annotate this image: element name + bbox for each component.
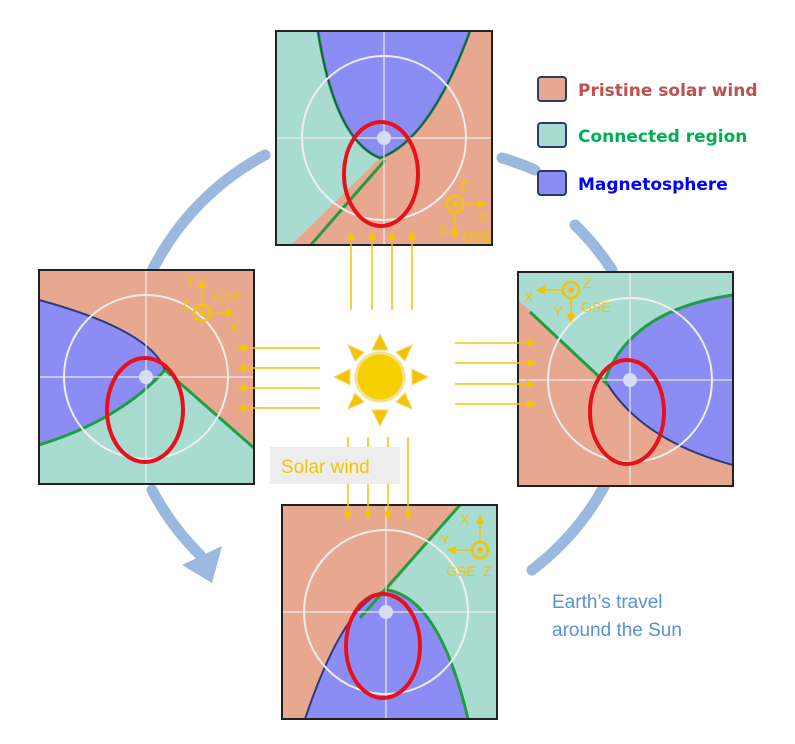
axes-left: Y GSE Z X	[181, 272, 243, 335]
legend-item-connected: Connected region	[537, 122, 747, 148]
solar-wind-label-bg	[270, 447, 400, 484]
legend-label: Connected region	[578, 127, 747, 147]
legend-label: Magnetosphere	[578, 175, 728, 195]
legend-item-magnetosphere: Magnetosphere	[537, 170, 728, 196]
solar-wind-arrows-left	[237, 343, 320, 413]
legend-label: Pristine solar wind	[578, 81, 758, 101]
axis-label: GSE	[581, 299, 611, 315]
axis-label: Y	[553, 303, 563, 319]
axis-label: X	[460, 511, 470, 527]
axis-label: GSE	[462, 228, 492, 244]
axes-right: Z X Y GSE	[524, 275, 611, 323]
axis-label: X	[524, 289, 534, 305]
earth-travel-label-line1: Earth’s travel	[552, 592, 663, 613]
legend: Pristine solar wind Connected region Mag…	[537, 76, 758, 196]
axis-label: Y	[440, 531, 450, 547]
legend-item-solar-wind: Pristine solar wind	[537, 76, 758, 102]
panel-left: Y GSE Z X	[38, 269, 255, 485]
axis-label: Y	[186, 272, 196, 288]
solar-wind-arrows-up	[346, 231, 417, 310]
axis-label: GSE	[213, 289, 243, 305]
axis-label: Z	[459, 176, 468, 192]
panel-bottom: X Y GSE Z	[281, 504, 498, 720]
solar-wind-arrows-right	[455, 338, 536, 409]
panel-right: Z X Y GSE	[517, 271, 734, 487]
axis-label: Y	[478, 209, 488, 225]
axis-label: X	[229, 319, 239, 335]
axis-label: Z	[583, 275, 592, 291]
axis-label: Z	[181, 296, 190, 312]
axis-label: Z	[483, 563, 492, 579]
panel-top: Z Y X GSE	[275, 30, 493, 246]
earth-travel-label-line2: around the Sun	[552, 620, 682, 641]
axis-label: X	[438, 223, 448, 239]
solar-wind-label: Solar wind	[281, 457, 370, 478]
axis-label: GSE	[446, 563, 476, 579]
orbit-arrow-head	[182, 546, 222, 583]
sun-icon	[332, 332, 430, 428]
axes-bottom: X Y GSE Z	[440, 511, 492, 579]
axes-top: Z Y X GSE	[438, 176, 492, 244]
